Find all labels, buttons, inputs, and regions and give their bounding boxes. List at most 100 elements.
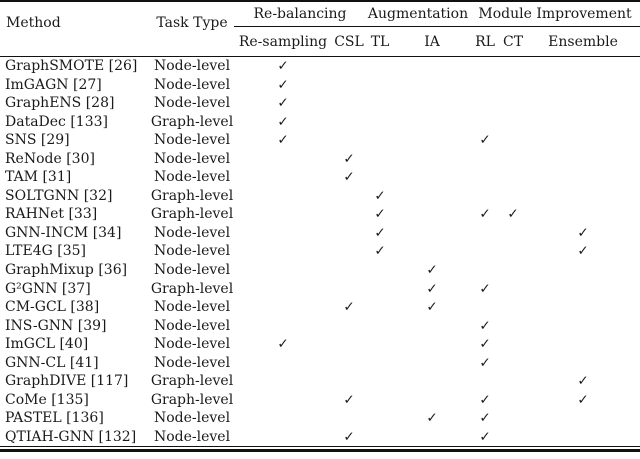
method-cell: DataDec [133] [5,113,108,130]
table-row: PASTEL [136]Node-level✓✓ [0,409,640,428]
empty-cell-ia [394,335,470,354]
empty-cell-resampling [234,428,332,447]
table-row: INS-GNN [39]Node-level✓ [0,317,640,336]
table-row: GraphSMOTE [26]Node-level✓ [0,57,640,76]
table-row: GraphMixup [36]Node-level✓ [0,261,640,280]
empty-cell-ensemble [526,409,640,428]
method-cell: TAM [31] [5,169,72,186]
method-cell: GraphMixup [36] [5,262,128,279]
empty-cell-resampling [234,280,332,299]
table-row: GraphENS [28]Node-level✓ [0,94,640,113]
check-icon-tl: ✓ [374,187,386,204]
col-header-task-type: Task Type [150,1,234,57]
task-type-cell: Node-level [153,336,231,353]
empty-cell-ct [500,354,526,373]
task-type-cell: Node-level [153,132,231,149]
empty-cell-ct [500,317,526,336]
task-type-cell: Graph-level [150,187,234,204]
empty-cell-ct [500,298,526,317]
task-type-cell: Node-level [153,169,231,186]
method-cell: RAHNet [33] [5,206,98,223]
empty-cell-ct [500,224,526,243]
empty-cell-tl [366,113,394,132]
empty-cell-tl [366,168,394,187]
empty-cell-rl [470,113,500,132]
check-icon-rl: ✓ [479,280,491,297]
empty-cell-resampling [234,391,332,410]
check-icon-csl: ✓ [343,391,355,408]
empty-cell-tl [366,409,394,428]
empty-cell-rl [470,187,500,206]
task-type-cell: Node-level [153,95,231,112]
empty-cell-resampling [234,224,332,243]
col-header-resampling: Re-sampling [234,26,332,57]
check-icon-resampling: ✓ [277,113,289,130]
empty-cell-ct [500,57,526,76]
table-header: Method Task Type Re-balancing Augmentati… [0,1,640,57]
table-row: TAM [31]Node-level✓ [0,168,640,187]
empty-cell-ia [394,131,470,150]
empty-cell-csl [332,131,366,150]
table-row: SOLTGNN [32]Graph-level✓ [0,187,640,206]
empty-cell-ensemble [526,280,640,299]
table-row: CM-GCL [38]Node-level✓✓ [0,298,640,317]
empty-cell-resampling [234,168,332,187]
task-type-cell: Graph-level [150,280,234,297]
empty-cell-tl [366,261,394,280]
check-icon-ensemble: ✓ [577,243,589,260]
empty-cell-ensemble [526,317,640,336]
check-icon-ia: ✓ [426,299,438,316]
empty-cell-rl [470,57,500,76]
method-cell: G²GNN [37] [5,280,91,297]
empty-cell-ia [394,168,470,187]
empty-cell-ia [394,113,470,132]
empty-cell-rl [470,94,500,113]
table-body: GraphSMOTE [26]Node-level✓ImGAGN [27]Nod… [0,57,640,447]
empty-cell-ensemble [526,113,640,132]
check-icon-ensemble: ✓ [577,224,589,241]
check-icon-resampling: ✓ [277,58,289,74]
task-type-cell: Node-level [153,150,231,167]
task-type-cell: Graph-level [150,206,234,223]
table-row: ImGCL [40]Node-level✓✓ [0,335,640,354]
method-cell: ImGCL [40] [5,336,89,353]
check-icon-ensemble: ✓ [577,373,589,390]
check-icon-ia: ✓ [426,410,438,427]
empty-cell-csl [332,57,366,76]
check-icon-ensemble: ✓ [577,391,589,408]
check-icon-csl: ✓ [343,428,355,445]
table-row: ImGAGN [27]Node-level✓ [0,76,640,95]
empty-cell-ensemble [526,57,640,76]
empty-cell-ensemble [526,150,640,169]
group-header-row: Method Task Type Re-balancing Augmentati… [0,1,640,57]
check-icon-rl: ✓ [479,336,491,353]
col-header-tl: TL [366,26,395,57]
empty-cell-rl [470,224,500,243]
empty-cell-tl [366,298,394,317]
methods-comparison-table: Method Task Type Re-balancing Augmentati… [0,0,640,448]
empty-cell-ia [394,372,470,391]
empty-cell-ct [500,150,526,169]
empty-cell-csl [332,409,366,428]
col-header-ct: CT [500,26,527,57]
empty-cell-ia [394,76,470,95]
check-icon-rl: ✓ [479,206,491,223]
empty-cell-ct [500,335,526,354]
empty-cell-ct [500,113,526,132]
empty-cell-ia [394,391,470,410]
method-cell: LTE4G [35] [5,243,86,260]
method-cell: QTIAH-GNN [132] [5,428,137,445]
empty-cell-rl [470,76,500,95]
empty-cell-ensemble [526,168,640,187]
method-cell: CM-GCL [38] [5,299,100,316]
empty-cell-tl [366,354,394,373]
col-header-method: Method [0,1,150,57]
empty-cell-resampling [234,317,332,336]
task-type-cell: Node-level [153,243,231,260]
task-type-cell: Node-level [153,76,231,93]
empty-cell-ct [500,187,526,206]
task-type-cell: Node-level [153,299,231,316]
empty-cell-ct [500,242,526,261]
check-icon-ct: ✓ [507,206,519,223]
